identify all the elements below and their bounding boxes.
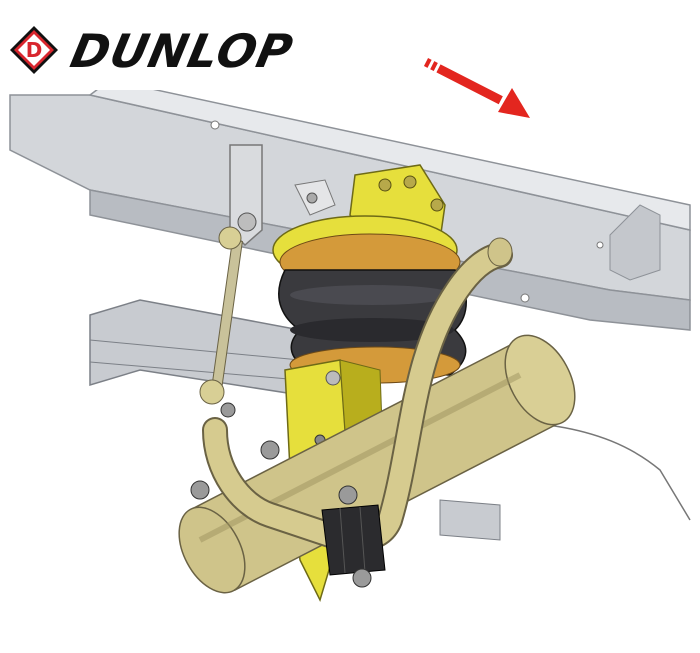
anti-roll-bar (202, 237, 513, 576)
leaf-spring (89, 299, 501, 541)
badge-letter: D (26, 38, 43, 62)
dunlop-badge-icon: D (10, 26, 58, 74)
upper-link-bracket (229, 144, 336, 247)
direction-arrow-icon (423, 57, 530, 118)
brand-logo: D DUNLOP (4, 10, 344, 90)
bolts (190, 402, 372, 588)
drop-link (199, 226, 243, 405)
brand-name: DUNLOP (66, 24, 299, 78)
